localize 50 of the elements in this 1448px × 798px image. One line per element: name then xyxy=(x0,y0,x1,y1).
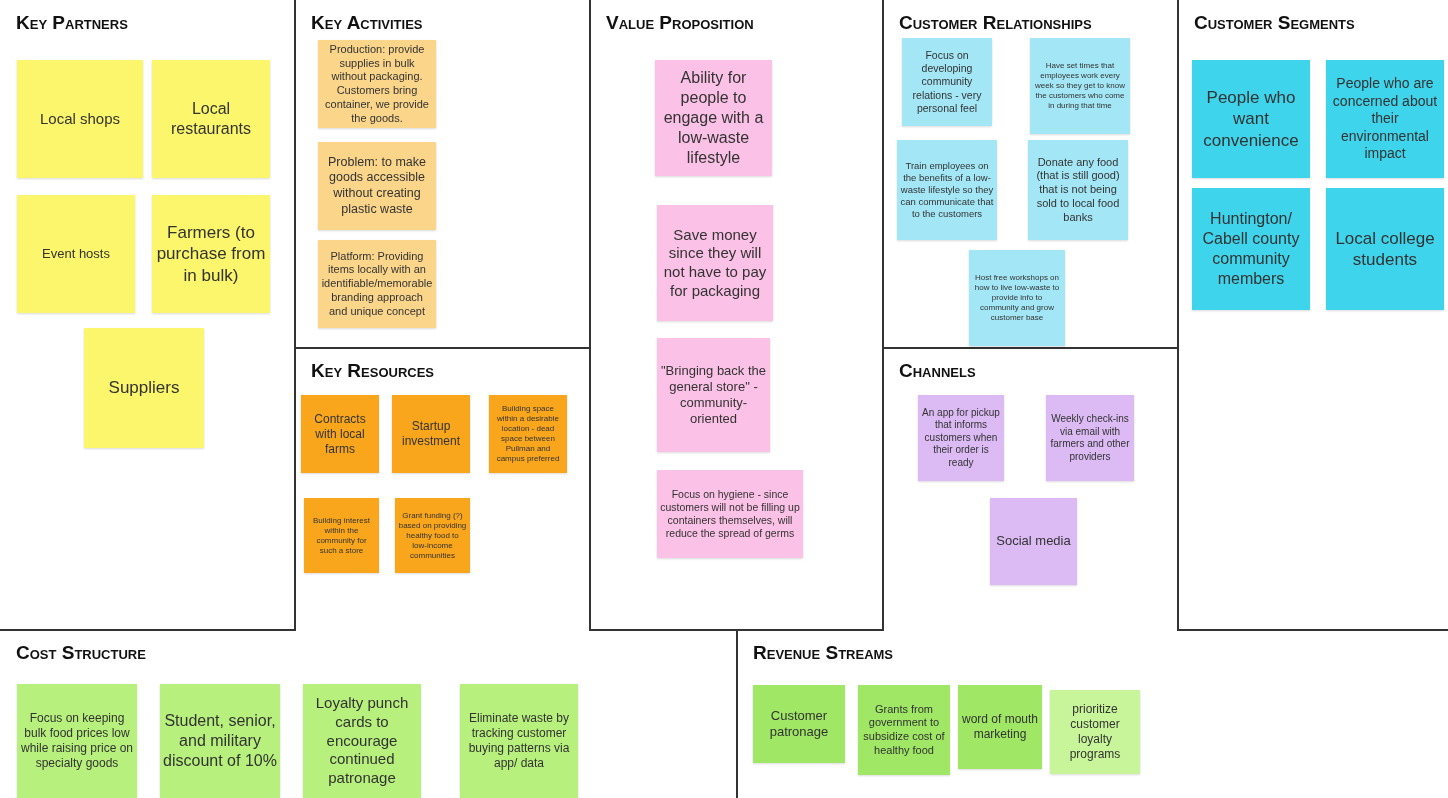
sticky-note: An app for pickup that informs customers when their order is ready xyxy=(918,395,1004,481)
section-heading: Key Activities xyxy=(311,12,423,34)
sticky-note: Have set times that employees work every week so they get to know the customers who come in during that time xyxy=(1030,38,1130,134)
sticky-note: Startup investment xyxy=(392,395,470,473)
sticky-note: Building space within a desirable location - dead space between Pullman and campus preferred xyxy=(489,395,567,473)
sticky-note: Host free workshops on how to live low-waste to provide info to community and grow customer base xyxy=(969,250,1065,346)
sticky-note: Farmers (to purchase from in bulk) xyxy=(152,195,270,313)
sticky-note: prioritize customer loyalty programs xyxy=(1050,690,1140,774)
section-heading: Revenue Streams xyxy=(753,642,894,664)
section-heading: Value Proposition xyxy=(606,12,754,34)
sticky-note: Problem: to make goods accessible without creating plastic waste xyxy=(318,142,436,230)
sticky-note: Focus on keeping bulk food prices low while raising price on specialty goods xyxy=(17,684,137,798)
sticky-note: Suppliers xyxy=(84,328,204,448)
sticky-note: Train employees on the benefits of a low-waste lifestyle so they can communicate that to the customers xyxy=(897,140,997,240)
sticky-note: Donate any food (that is still good) that is not being sold to local food banks xyxy=(1028,140,1128,240)
section-heading: Customer Relationships xyxy=(899,12,1092,34)
canvas-section xyxy=(590,0,884,631)
section-heading: Key Resources xyxy=(311,360,435,382)
section-heading: Key Partners xyxy=(16,12,128,34)
sticky-note: Loyalty punch cards to encourage continued patronage xyxy=(303,684,421,798)
sticky-note: Eliminate waste by tracking customer buying patterns via app/ data xyxy=(460,684,578,798)
sticky-note: Weekly check-ins via email with farmers and other providers xyxy=(1046,395,1134,481)
section-heading: Channels xyxy=(899,360,976,382)
sticky-note: Event hosts xyxy=(17,195,135,313)
sticky-note: Local shops xyxy=(17,60,143,178)
sticky-note: Huntington/ Cabell county community members xyxy=(1192,188,1310,310)
sticky-note: "Bringing back the general store" - community-oriented xyxy=(657,338,770,452)
sticky-note: Contracts with local farms xyxy=(301,395,379,473)
sticky-note: Save money since they will not have to pay for packaging xyxy=(657,205,773,321)
sticky-note: Platform: Providing items locally with an identifiable/memorable branding approach and unique concept xyxy=(318,240,436,328)
sticky-note: Social media xyxy=(990,498,1077,585)
sticky-note: People who want convenience xyxy=(1192,60,1310,178)
sticky-note: Focus on hygiene - since customers will not be filling up containers themselves, will reduce the spread of germs xyxy=(657,470,803,558)
sticky-note: Building interest within the community for such a store xyxy=(304,498,379,573)
sticky-note: Grant funding (?) based on providing healthy food to low-income communities xyxy=(395,498,470,573)
sticky-note: Local restaurants xyxy=(152,60,270,178)
section-heading: Customer Segments xyxy=(1194,12,1355,34)
sticky-note: Ability for people to engage with a low-waste lifestyle xyxy=(655,60,772,176)
sticky-note: People who are concerned about their environmental impact xyxy=(1326,60,1444,178)
sticky-note: Local college students xyxy=(1326,188,1444,310)
sticky-note: word of mouth marketing xyxy=(958,685,1042,769)
sticky-note: Customer patronage xyxy=(753,685,845,763)
canvas-section xyxy=(0,0,296,631)
sticky-note: Focus on developing community relations - very personal feel xyxy=(902,38,992,126)
sticky-note: Grants from government to subsidize cost of healthy food xyxy=(858,685,950,775)
sticky-note: Production: provide supplies in bulk without packaging. Customers bring container, we provide the goods. xyxy=(318,40,436,128)
canvas-section xyxy=(883,0,1179,349)
sticky-note: Student, senior, and military discount of 10% xyxy=(160,684,280,798)
canvas-section xyxy=(295,0,591,349)
section-heading: Cost Structure xyxy=(16,642,146,664)
